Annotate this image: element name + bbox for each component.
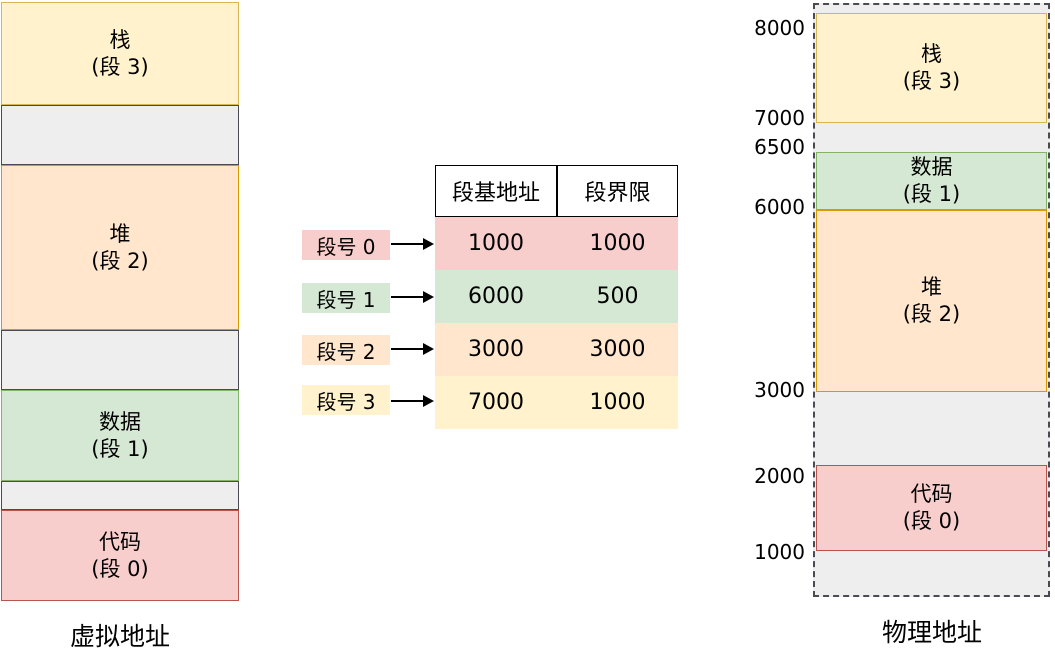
physical-memory-frame: 栈 (段 3) 数据 (段 1) 堆 (段 2) 代码 (段 0) bbox=[813, 3, 1050, 597]
arrow-head-icon bbox=[423, 238, 434, 250]
segment-number: (段 3) bbox=[902, 69, 961, 93]
virtual-segment-code: 代码 (段 0) bbox=[1, 510, 239, 601]
segment-selector-0: 段号 0 bbox=[302, 230, 390, 260]
table-row-1-limit: 500 bbox=[557, 270, 678, 323]
segment-number: (段 1) bbox=[902, 182, 961, 206]
segment-name: 代码 bbox=[910, 482, 953, 506]
address-label-3000: 3000 bbox=[754, 378, 805, 402]
segment-table: 段基地址 段界限 1000 1000 6000 500 3000 3000 70… bbox=[435, 165, 678, 429]
virtual-free-space-block bbox=[1, 481, 239, 510]
table-header-limit: 段界限 bbox=[557, 165, 678, 217]
virtual-segment-heap: 堆 (段 2) bbox=[1, 165, 239, 330]
arrow-line-2 bbox=[391, 348, 424, 350]
segment-name: 数据 bbox=[910, 155, 953, 179]
table-row-1-base: 6000 bbox=[435, 270, 557, 323]
segment-number: (段 2) bbox=[902, 302, 961, 326]
table-row-0-limit: 1000 bbox=[557, 217, 678, 270]
virtual-segment-stack: 栈 (段 3) bbox=[1, 2, 239, 105]
physical-segment-heap: 堆 (段 2) bbox=[816, 210, 1047, 392]
address-label-6500: 6500 bbox=[754, 135, 805, 159]
arrow-line-3 bbox=[391, 400, 424, 402]
segment-number: (段 0) bbox=[902, 509, 961, 533]
segment-number: (段 3) bbox=[91, 54, 149, 79]
segment-name: 栈 bbox=[921, 42, 942, 66]
segment-number: (段 1) bbox=[91, 436, 149, 461]
arrow-head-icon bbox=[423, 343, 434, 355]
physical-segment-code: 代码 (段 0) bbox=[816, 465, 1047, 551]
table-row-2-limit: 3000 bbox=[557, 323, 678, 376]
table-row-3-limit: 1000 bbox=[557, 376, 678, 429]
address-label-8000: 8000 bbox=[754, 16, 805, 40]
physical-segment-data: 数据 (段 1) bbox=[816, 152, 1047, 210]
segment-name: 堆 bbox=[109, 221, 131, 246]
segment-number: (段 2) bbox=[91, 248, 149, 273]
segment-selector-1: 段号 1 bbox=[302, 283, 390, 313]
virtual-free-space-block bbox=[1, 105, 239, 165]
physical-address-caption: 物理地址 bbox=[881, 618, 982, 647]
virtual-address-caption: 虚拟地址 bbox=[69, 622, 170, 651]
arrow-head-icon bbox=[423, 395, 434, 407]
table-row-0-base: 1000 bbox=[435, 217, 557, 270]
segment-selector-2: 段号 2 bbox=[302, 335, 390, 365]
segment-name: 数据 bbox=[99, 409, 141, 434]
address-label-7000: 7000 bbox=[754, 106, 805, 130]
virtual-segment-data: 数据 (段 1) bbox=[1, 390, 239, 481]
address-label-1000: 1000 bbox=[754, 540, 805, 564]
segment-number: (段 0) bbox=[91, 556, 149, 581]
address-label-6000: 6000 bbox=[754, 195, 805, 219]
address-label-2000: 2000 bbox=[754, 464, 805, 488]
arrow-head-icon bbox=[423, 291, 434, 303]
arrow-line-1 bbox=[391, 296, 424, 298]
segment-selector-3: 段号 3 bbox=[302, 385, 390, 415]
table-row-3-base: 7000 bbox=[435, 376, 557, 429]
physical-segment-stack: 栈 (段 3) bbox=[816, 13, 1047, 123]
virtual-free-space-block bbox=[1, 330, 239, 390]
table-header-base: 段基地址 bbox=[435, 165, 557, 217]
segment-name: 堆 bbox=[921, 275, 942, 299]
segment-name: 栈 bbox=[109, 27, 131, 52]
arrow-line-0 bbox=[391, 243, 424, 245]
table-row-2-base: 3000 bbox=[435, 323, 557, 376]
segment-name: 代码 bbox=[99, 529, 141, 554]
